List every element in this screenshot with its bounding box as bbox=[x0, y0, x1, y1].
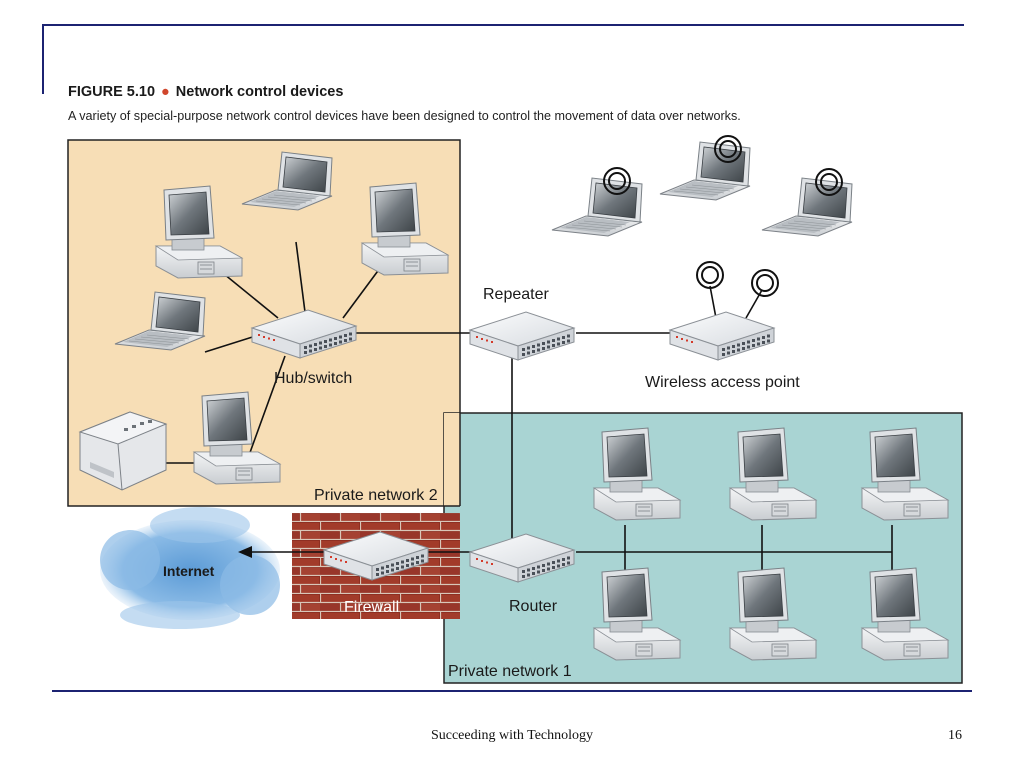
left-rule bbox=[42, 24, 44, 94]
router-label: Router bbox=[509, 598, 558, 615]
repeater-label: Repeater bbox=[483, 286, 549, 303]
top-rule bbox=[42, 24, 964, 26]
figure-caption: A variety of special-purpose network con… bbox=[68, 109, 741, 123]
private-network-1-label: Private network 1 bbox=[448, 663, 572, 680]
arrow-to-internet-icon bbox=[238, 546, 252, 558]
page-number: 16 bbox=[948, 728, 962, 743]
wireless-laptop-icon bbox=[761, 177, 853, 237]
internet-label: Internet bbox=[163, 563, 215, 579]
printer-icon bbox=[78, 411, 168, 491]
wireless-access-point-icon bbox=[669, 261, 779, 361]
bottom-rule bbox=[52, 690, 972, 692]
figure-title: FIGURE 5.10 ● Network control devices bbox=[68, 84, 343, 100]
internet-cloud-icon bbox=[100, 507, 280, 629]
firewall-label: Firewall bbox=[344, 599, 399, 616]
footer-text: Succeeding with Technology bbox=[430, 728, 594, 743]
figure-title-text: Network control devices bbox=[175, 84, 344, 100]
repeater-icon bbox=[469, 311, 575, 361]
bullet-icon: ● bbox=[161, 84, 170, 100]
figure-number: FIGURE 5.10 bbox=[68, 84, 156, 100]
wireless-access-point-label: Wireless access point bbox=[645, 374, 800, 391]
hub-switch-label: Hub/switch bbox=[274, 370, 352, 387]
private-network-2-label: Private network 2 bbox=[314, 487, 438, 504]
